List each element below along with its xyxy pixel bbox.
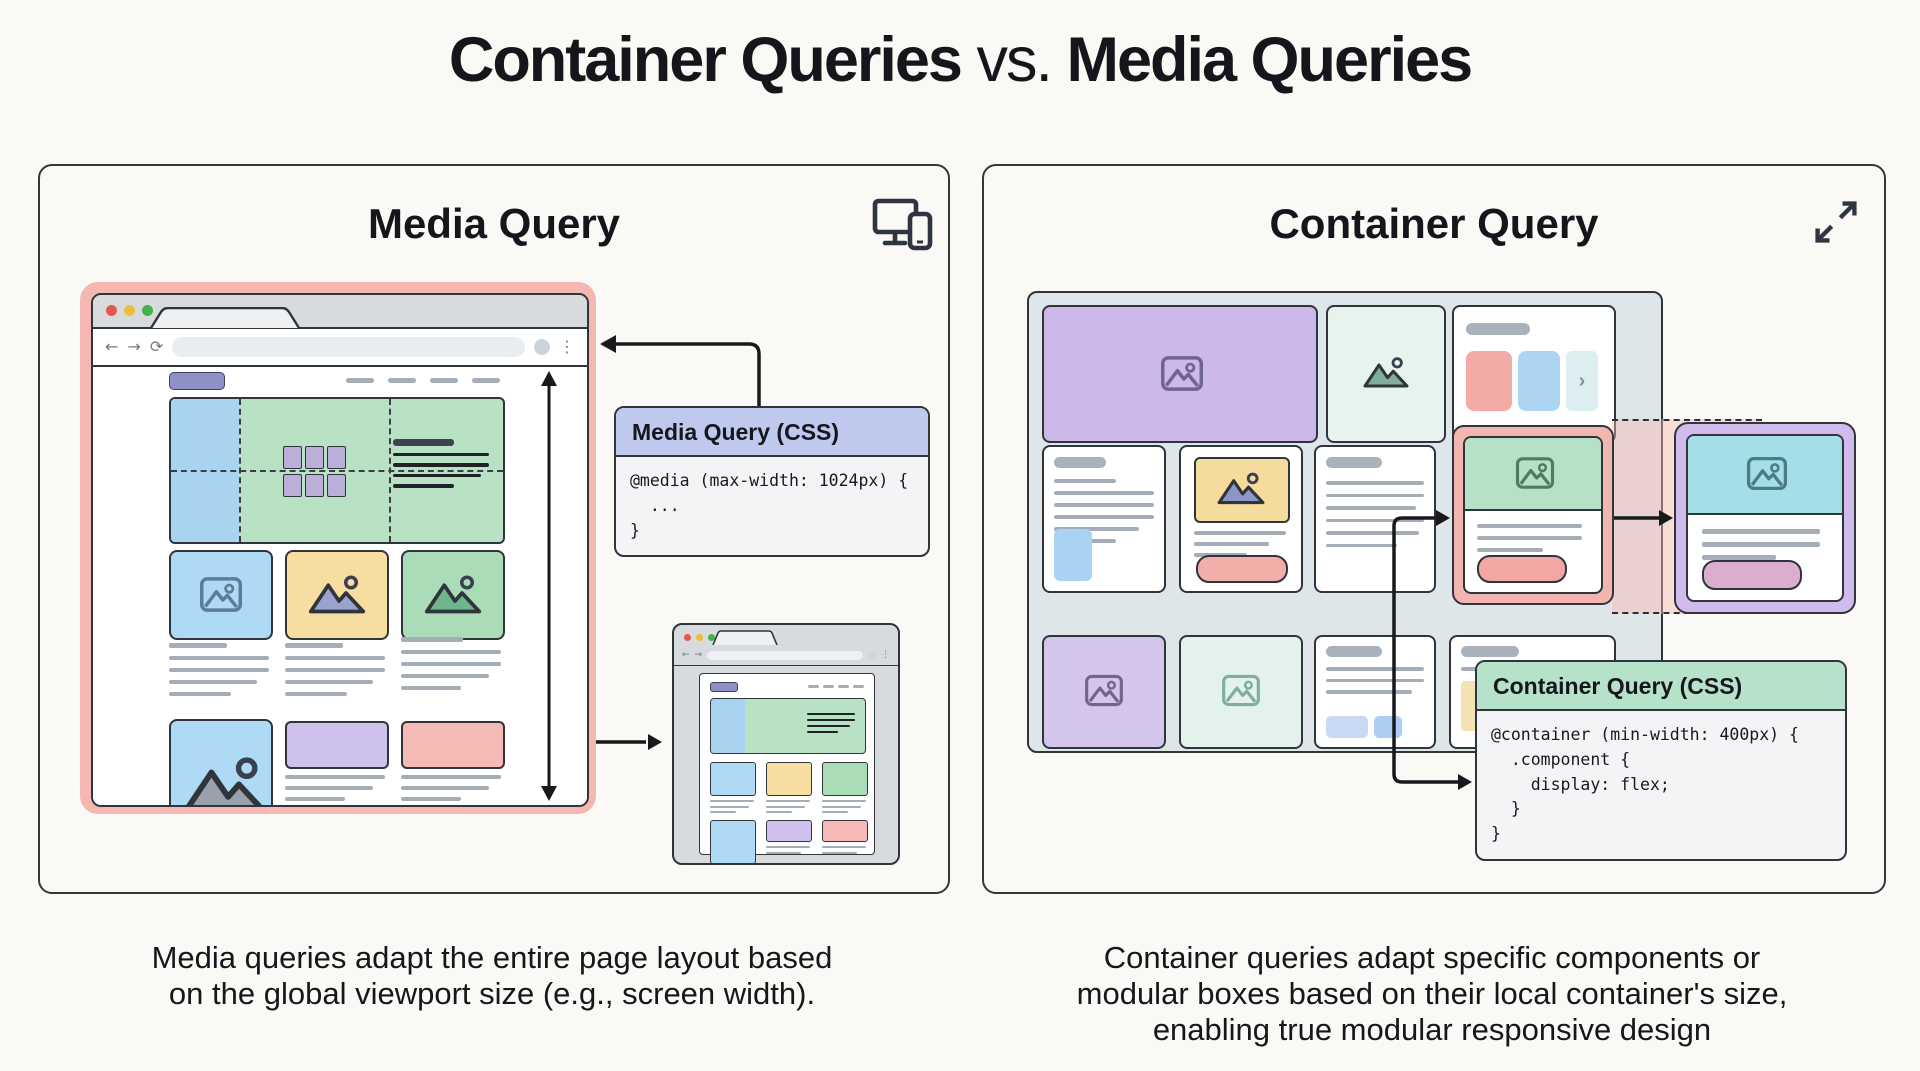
media-query-code: @media (max-width: 1024px) { ... } (630, 471, 909, 540)
mauve-button (1702, 560, 1802, 590)
code-box-title: Media Query (CSS) (616, 408, 928, 457)
nav-link-placeholder (472, 378, 500, 383)
pink-button (1196, 555, 1288, 583)
page-content-small (699, 673, 875, 864)
article-thumb-blue (1054, 529, 1092, 581)
container-query-code: @container (min-width: 400px) { .compone… (1491, 725, 1799, 843)
image-card-blue (169, 550, 273, 640)
title-vs: vs. (960, 25, 1067, 95)
forward-icon: → (127, 337, 141, 356)
title-media-queries: Media Queries (1066, 25, 1474, 95)
url-field (172, 337, 525, 357)
nav-link-placeholder (430, 378, 458, 383)
hero-section (710, 698, 866, 754)
card-text-lines (285, 643, 385, 696)
component-image-purple (1042, 635, 1166, 749)
browser-window-small: ← → ⋮ (672, 623, 900, 865)
menu-dots-icon: ⋮ (559, 337, 575, 356)
browser-toolbar: ← → ⟳ ⋮ (93, 329, 587, 367)
logo-placeholder (169, 372, 225, 390)
back-icon: ← (105, 337, 119, 356)
close-light (106, 305, 117, 316)
container-query-heading: Container Query (1269, 200, 1599, 247)
component-media-card (1179, 445, 1303, 593)
browser-window-large: ← → ⟳ ⋮ (91, 293, 589, 807)
refresh-icon: ⟳ (149, 337, 164, 356)
component-image-area (1465, 438, 1601, 511)
title-container-queries: Container Queries (448, 25, 963, 95)
menu-dots-icon: ⋮ (881, 650, 890, 660)
component-image-mint (1179, 635, 1303, 749)
container-query-caption: Container queries adapt specific compone… (1076, 940, 1788, 1047)
carousel-next: › (1566, 351, 1598, 411)
image-card-green (401, 550, 505, 640)
browser-tab (149, 307, 301, 328)
page-content (93, 367, 587, 805)
browser-toolbar: ← → ⋮ (682, 649, 890, 662)
component-image-area (1688, 436, 1842, 516)
media-query-panel: Media Query (38, 164, 950, 894)
carousel-item-blue (1518, 351, 1560, 411)
nav-link-placeholder (388, 378, 416, 383)
media-query-code-box: Media Query (CSS) @media (max-width: 102… (614, 406, 930, 558)
minimize-light (124, 305, 135, 316)
logo-placeholder (710, 682, 738, 692)
pink-button (1477, 555, 1567, 583)
container-query-code-box: Container Query (CSS) @container (min-wi… (1475, 660, 1847, 861)
component-image-wide (1042, 305, 1318, 443)
maximize-light (142, 305, 153, 316)
traffic-lights (684, 634, 715, 641)
connector-code-to-component (1392, 510, 1472, 790)
component-image-mint (1326, 305, 1446, 443)
media-query-heading: Media Query (367, 200, 621, 247)
component-carousel: › (1452, 305, 1616, 443)
card-text-lines (285, 775, 385, 801)
browser-titlebar (93, 295, 587, 329)
code-box-title: Container Query (CSS) (1477, 662, 1845, 711)
url-field (707, 651, 863, 660)
resize-diagonal-icon (1815, 201, 1857, 243)
media-query-caption: Media queries adapt the entire page layo… (151, 940, 833, 1011)
card-text-lines (169, 643, 269, 696)
arrow-component-resize (1614, 510, 1673, 526)
hero-section (169, 397, 505, 544)
grid-blocks (283, 446, 346, 497)
dashed-guide-horizontal (171, 470, 503, 472)
carousel-item-pink (1466, 351, 1512, 411)
page-title: Container Queries vs. Media Queries (0, 24, 1920, 96)
avatar (868, 651, 876, 660)
arrow-code-to-viewport (600, 335, 761, 406)
chevron-right-icon: › (1578, 369, 1586, 392)
divider (674, 665, 898, 666)
avatar (534, 339, 550, 355)
browser-tab (712, 630, 778, 645)
resized-component (1674, 422, 1856, 614)
component-article (1042, 445, 1166, 593)
desktop-and-phone-icon (872, 198, 933, 251)
nav-link-placeholder (346, 378, 374, 383)
image-card-yellow (285, 550, 389, 640)
block-pink (401, 721, 505, 769)
card-text-lines (401, 775, 501, 801)
back-icon: ← (682, 650, 690, 660)
highlighted-component-narrow (1452, 425, 1614, 605)
viewport-highlight-frame: ← → ⟳ ⋮ (80, 282, 596, 814)
traffic-lights (106, 305, 153, 316)
forward-icon: → (694, 650, 703, 660)
viewport-measure-arrow (541, 371, 557, 801)
hero-text-lines (393, 439, 489, 488)
arrow-to-resized-page (596, 734, 662, 750)
card-text-lines (401, 637, 501, 690)
container-query-panel: Container Query › (982, 164, 1886, 894)
block-purple (285, 721, 389, 769)
nav-links (808, 685, 866, 688)
image-card-blue-tall (169, 719, 273, 805)
